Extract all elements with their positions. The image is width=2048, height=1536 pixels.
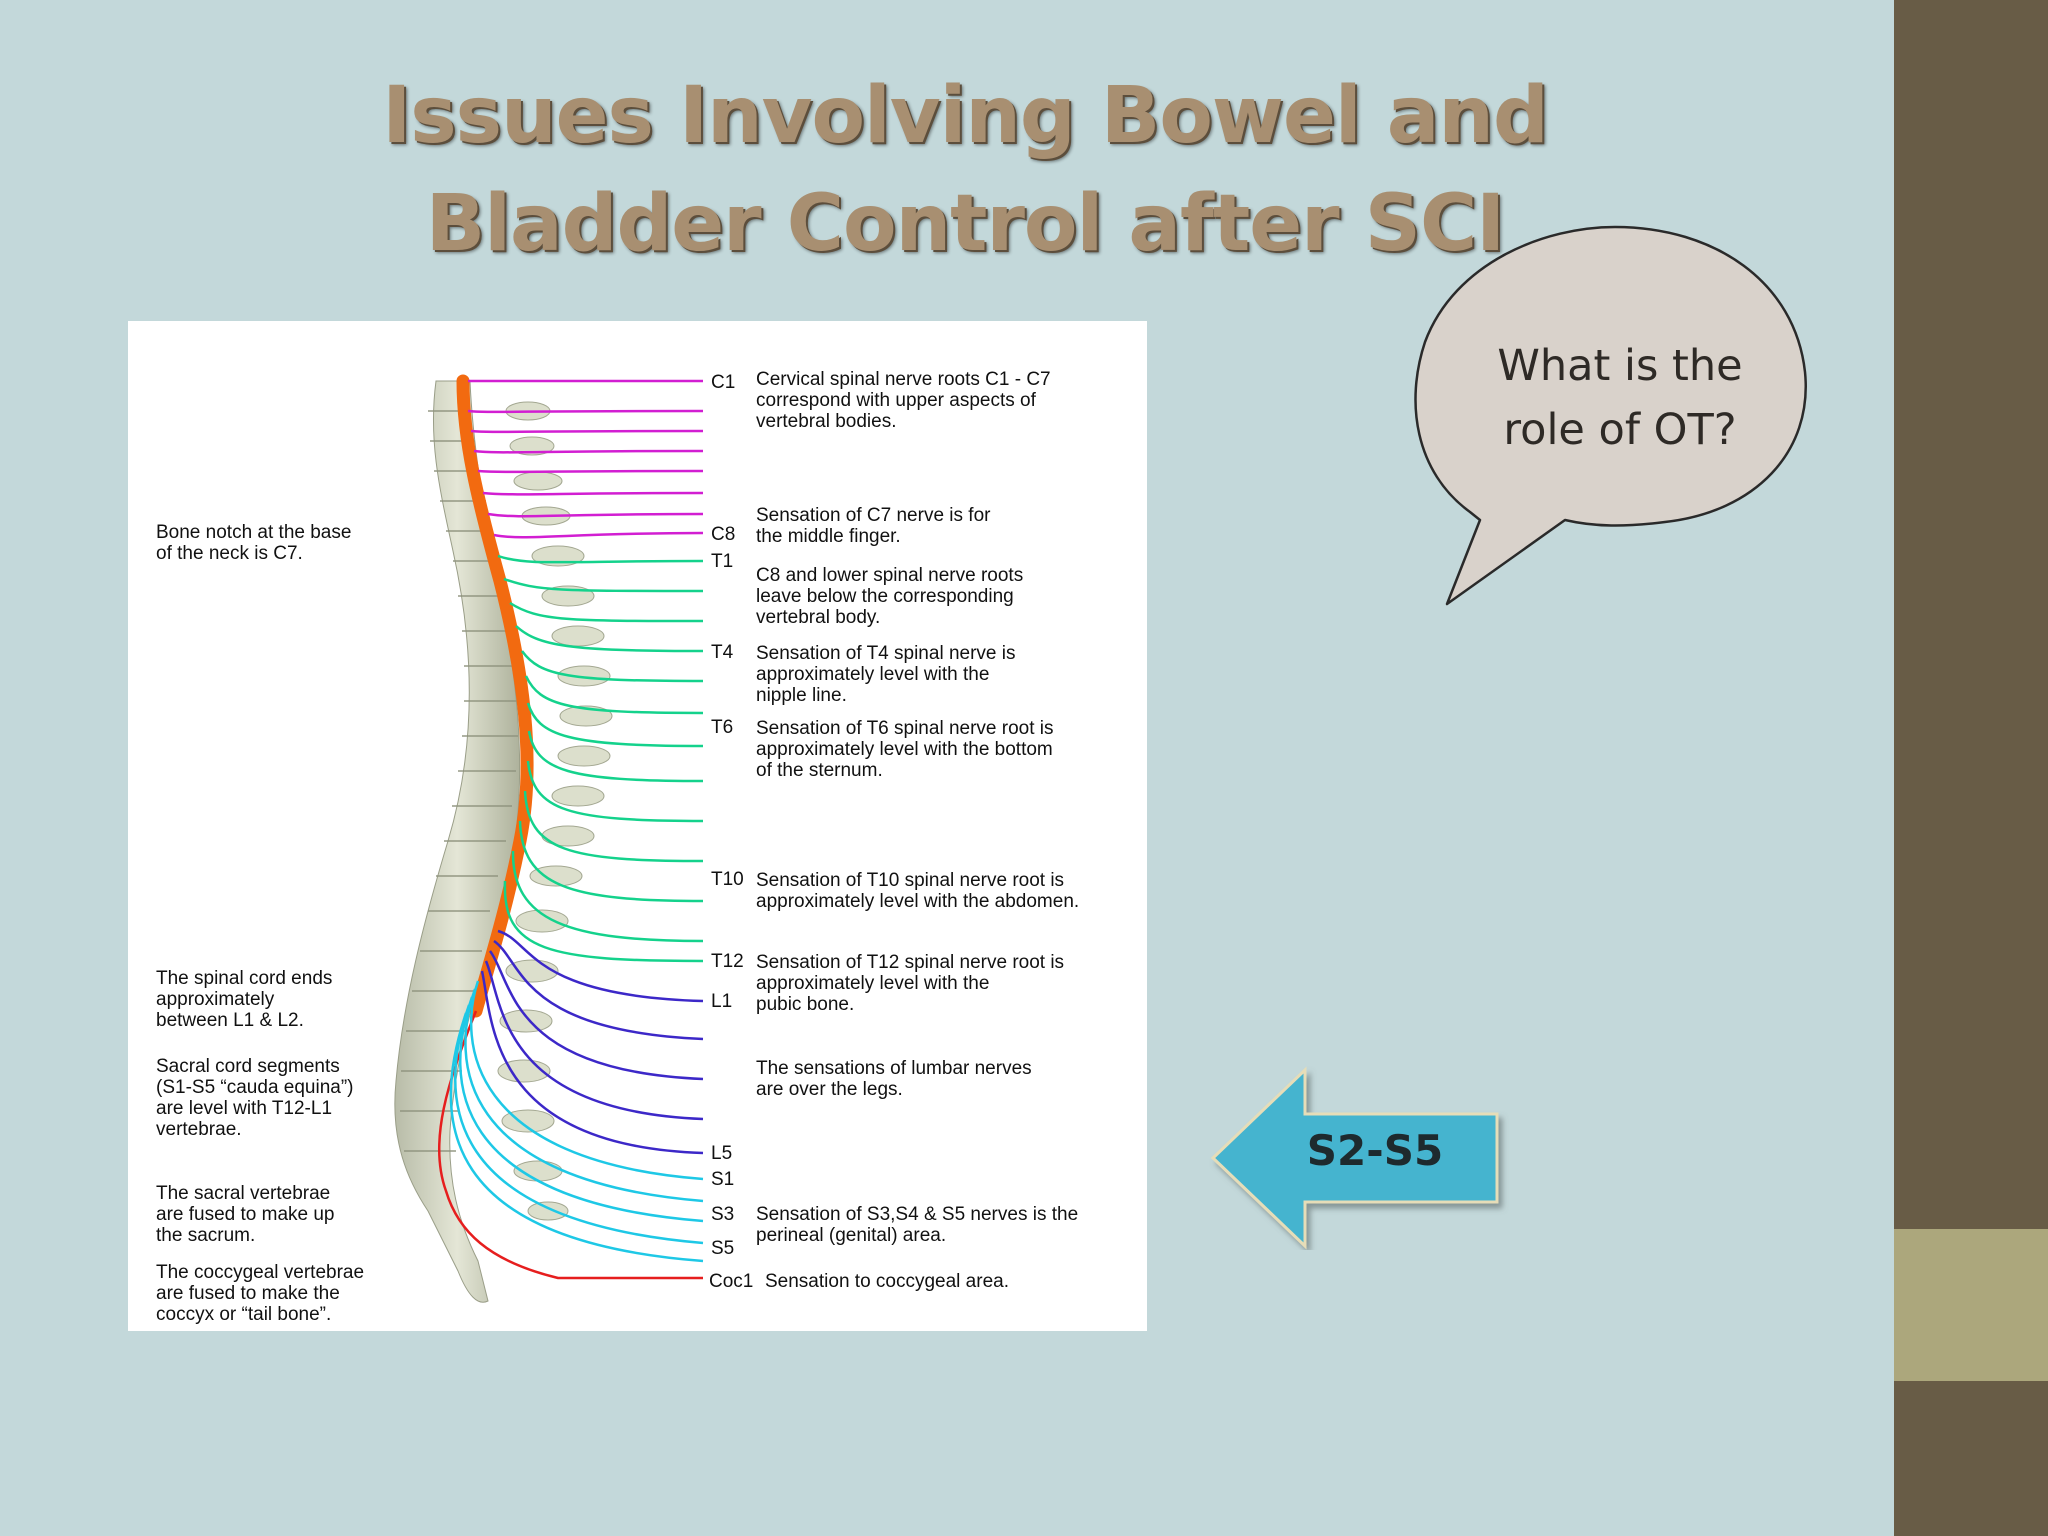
level-label-c8: C8 <box>711 524 735 545</box>
sacral-nerves <box>449 980 704 1263</box>
note-s3-line2: perineal (genital) area. <box>756 1225 946 1246</box>
level-label-s5: S5 <box>711 1238 734 1259</box>
speech-bubble-text: What is the role of OT? <box>1440 334 1800 462</box>
note-c8-line2: leave below the corresponding <box>756 586 1014 607</box>
note-lumbar-line1: The sensations of lumbar nerves <box>756 1058 1032 1079</box>
left-note-cord-end-line1: The spinal cord ends <box>156 968 332 989</box>
left-note-cord-end-line3: between L1 & L2. <box>156 1010 304 1031</box>
note-t6-line2: approximately level with the bottom <box>756 739 1053 760</box>
note-t4-line1: Sensation of T4 spinal nerve is <box>756 643 1015 664</box>
right-notes: Cervical spinal nerve roots C1 - C7 corr… <box>756 369 1079 1292</box>
level-label-t12: T12 <box>711 951 744 972</box>
note-s3-line1: Sensation of S3,S4 & S5 nerves is the <box>756 1204 1078 1225</box>
note-c7-line2: the middle finger. <box>756 526 901 547</box>
note-t10-line2: approximately level with the abdomen. <box>756 891 1079 912</box>
note-c1-line3: vertebral bodies. <box>756 411 896 432</box>
spinal-nerve-diagram: C1 C8 T1 T4 T6 T10 T12 L1 L5 S1 S3 S5 Co… <box>128 321 1147 1331</box>
spinous-processes <box>497 401 613 1221</box>
level-label-t6: T6 <box>711 717 733 738</box>
title-line-2: Bladder Control after SCI <box>425 179 1505 269</box>
note-lumbar-line2: are over the legs. <box>756 1079 903 1100</box>
left-note-c7-line1: Bone notch at the base <box>156 522 351 543</box>
level-label-t10: T10 <box>711 869 744 890</box>
title-line-1: Issues Involving Bowel and <box>382 71 1549 161</box>
left-note-sacrum-line3: the sacrum. <box>156 1225 255 1246</box>
left-note-sacral-cord-line1: Sacral cord segments <box>156 1056 340 1077</box>
lumbar-nerves <box>480 929 704 1155</box>
speech-bubble-line-1: What is the <box>1497 341 1743 391</box>
note-coc1: Sensation to coccygeal area. <box>765 1271 1009 1292</box>
left-note-sacral-cord-line4: vertebrae. <box>156 1119 242 1140</box>
level-label-s1: S1 <box>711 1169 734 1190</box>
note-t6-line3: of the sternum. <box>756 760 883 781</box>
level-label-l5: L5 <box>711 1143 732 1164</box>
left-note-coccyx-line2: are fused to make the <box>156 1283 340 1304</box>
speech-bubble-line-2: role of OT? <box>1503 405 1737 455</box>
note-t4-line3: nipple line. <box>756 685 847 706</box>
note-t12-line1: Sensation of T12 spinal nerve root is <box>756 952 1064 973</box>
note-c1-line1: Cervical spinal nerve roots C1 - C7 <box>756 369 1051 390</box>
note-c1-line2: correspond with upper aspects of <box>756 390 1037 411</box>
level-label-l1: L1 <box>711 991 732 1012</box>
spine-illustration: C1 C8 T1 T4 T6 T10 T12 L1 L5 S1 S3 S5 Co… <box>156 369 1079 1325</box>
arrow-label: S2-S5 <box>1306 1126 1444 1175</box>
left-note-cord-end-line2: approximately <box>156 989 275 1010</box>
level-label-c1: C1 <box>711 372 735 393</box>
note-c8-line3: vertebral body. <box>756 607 880 628</box>
note-t12-line3: pubic bone. <box>756 994 854 1015</box>
level-label-t1: T1 <box>711 551 733 572</box>
left-note-sacrum-line2: are fused to make up <box>156 1204 335 1225</box>
sidebar-accent-decoration <box>1894 1229 2048 1381</box>
thoracic-nerves <box>497 554 704 963</box>
note-t10-line1: Sensation of T10 spinal nerve root is <box>756 870 1064 891</box>
note-t6-line1: Sensation of T6 spinal nerve root is <box>756 718 1054 739</box>
note-c8-line1: C8 and lower spinal nerve roots <box>756 565 1023 586</box>
left-note-sacrum-line1: The sacral vertebrae <box>156 1183 330 1204</box>
left-notes: Bone notch at the base of the neck is C7… <box>156 522 364 1325</box>
level-label-t4: T4 <box>711 642 734 663</box>
slide-title: Issues Involving Bowel and Bladder Contr… <box>300 62 1630 278</box>
left-arrow-shape <box>1210 1066 1499 1250</box>
left-note-c7-line2: of the neck is C7. <box>156 543 303 564</box>
left-note-sacral-cord-line2: (S1-S5 “cauda equina”) <box>156 1077 354 1098</box>
note-t4-line2: approximately level with the <box>756 664 989 685</box>
left-note-sacral-cord-line3: are level with T12-L1 <box>156 1098 332 1119</box>
speech-bubble <box>1414 225 1807 606</box>
level-label-s3: S3 <box>711 1204 734 1225</box>
note-c7-line1: Sensation of C7 nerve is for <box>756 505 991 526</box>
note-t12-line2: approximately level with the <box>756 973 989 994</box>
level-labels: C1 C8 T1 T4 T6 T10 T12 L1 L5 S1 S3 S5 Co… <box>709 372 753 1292</box>
cervical-nerves <box>467 379 704 539</box>
spinal-cord <box>456 374 534 1018</box>
level-label-coc1: Coc1 <box>709 1271 753 1292</box>
left-note-coccyx-line1: The coccygeal vertebrae <box>156 1262 364 1283</box>
left-note-coccyx-line3: coccyx or “tail bone”. <box>156 1304 331 1325</box>
